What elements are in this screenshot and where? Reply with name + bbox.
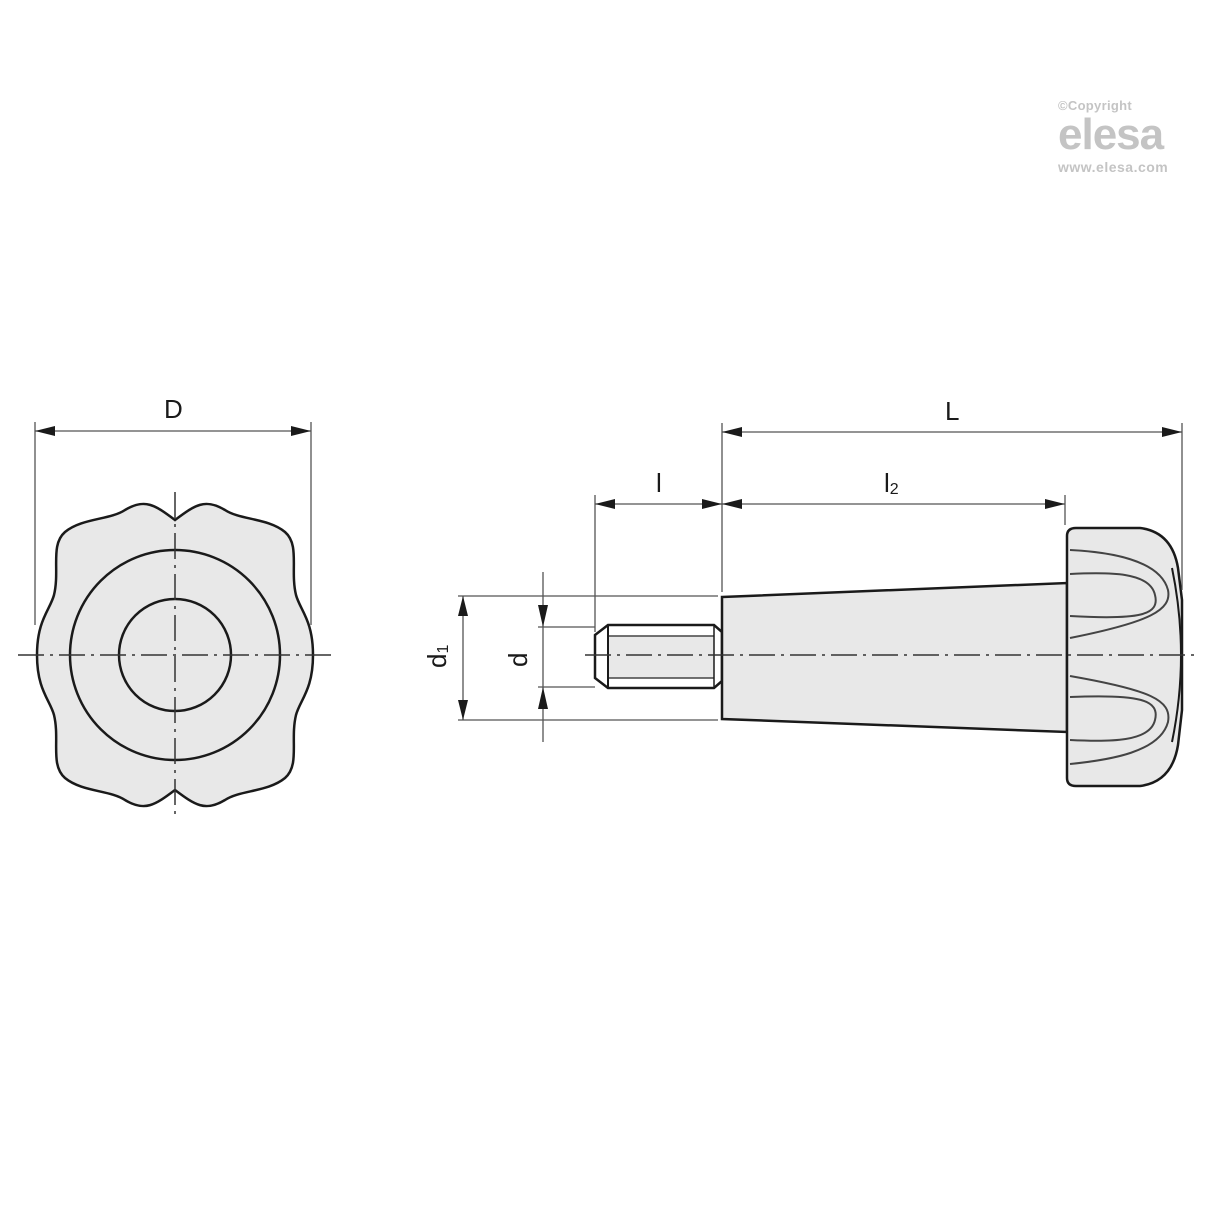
- brand-logo: elesa: [1058, 110, 1164, 159]
- cap-grip-upper-outer: [1069, 549, 1170, 639]
- tapered-body: [720, 581, 1069, 734]
- watermark: ©Copyright elesa www.elesa.com: [1058, 98, 1208, 175]
- front-view: D: [18, 394, 332, 818]
- l2-label: l2: [884, 468, 899, 498]
- cap-grip-upper-inner: [1069, 572, 1157, 619]
- cap-grip-lower-outer: [1069, 675, 1170, 765]
- d-arrow-bottom: [538, 687, 548, 709]
- cap-grip-lower-inner: [1069, 695, 1157, 742]
- d-label: d: [503, 653, 533, 667]
- knob-cap: [1065, 526, 1184, 788]
- side-view: L l l2 d1 d: [422, 396, 1200, 788]
- l-label: l: [656, 468, 662, 498]
- copyright-text: ©Copyright: [1058, 98, 1132, 113]
- d-arrow-top: [538, 605, 548, 627]
- D-label: D: [164, 394, 183, 424]
- website-url: www.elesa.com: [1058, 159, 1169, 175]
- thread-root-band: [608, 636, 714, 678]
- d1-label: d1: [422, 645, 452, 668]
- L-label: L: [945, 396, 959, 426]
